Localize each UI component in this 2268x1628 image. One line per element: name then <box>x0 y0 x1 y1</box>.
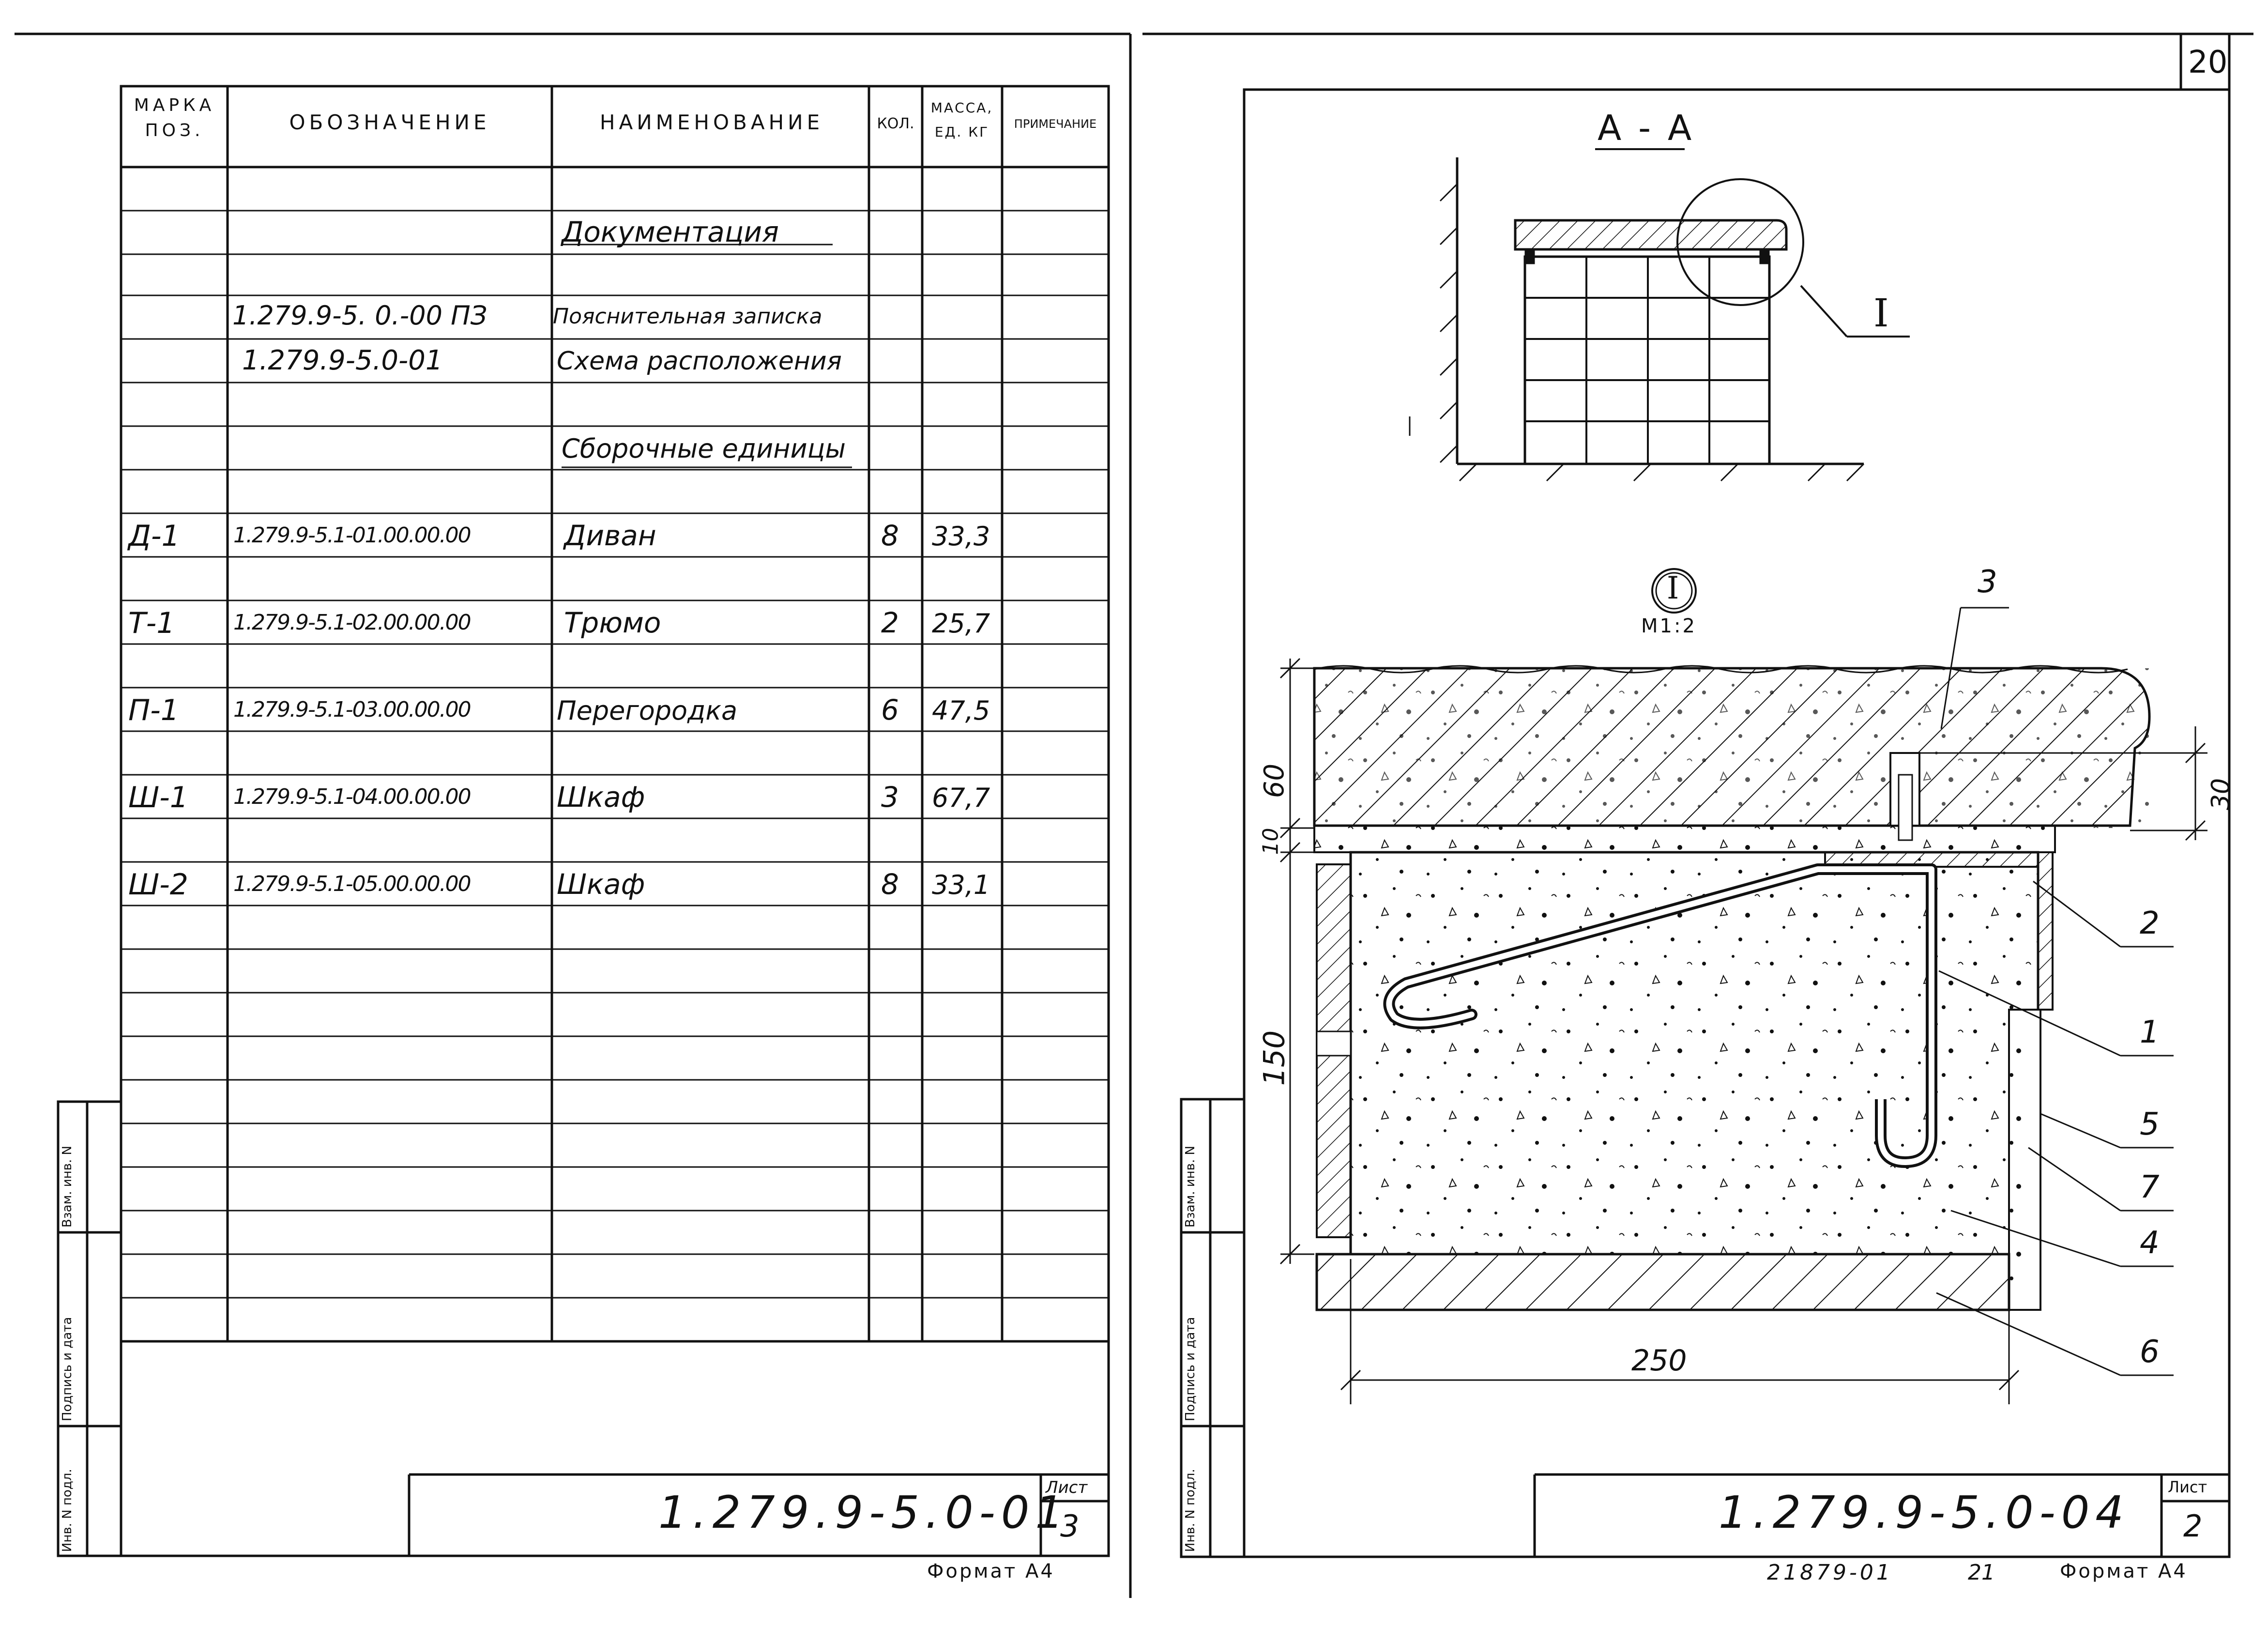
dim-30: 30 <box>2207 778 2236 811</box>
row-name: Перегородка <box>557 695 738 726</box>
stamp-replaced-inventory: Взам. инв. N <box>1183 1146 1198 1228</box>
row-qty: 3 <box>881 781 899 814</box>
header-designation: ОБОЗНАЧЕНИЕ <box>289 110 490 134</box>
row-mass: 33,1 <box>932 870 990 900</box>
row-assembly-heading: Сборочные единицы <box>562 433 846 464</box>
header-note: ПРИМЕЧАНИЕ <box>1014 117 1097 131</box>
row-documentation-heading: Документация <box>562 215 779 248</box>
detail-scale: М1:2 <box>1641 615 1697 637</box>
header-mass: МАССА, ЕД. КГ <box>930 100 993 140</box>
row-name: Схема расположения <box>557 347 842 376</box>
row-designation: 1.279.9-5. 0.-00 ПЗ <box>232 300 487 331</box>
row-mass: 67,7 <box>932 783 990 813</box>
drawing-code: 1.279.9-5.0-01 <box>658 1487 1069 1538</box>
row-qty: 8 <box>881 519 899 552</box>
sheet-label: Лист <box>1046 1478 1088 1497</box>
archive-number: 21879-01 <box>1767 1560 1893 1585</box>
page-number: 20 <box>2188 45 2228 80</box>
dim-150: 150 <box>1257 1030 1292 1086</box>
leader-label: 3 <box>1978 564 1997 600</box>
header-mark: МАРКА ПОЗ. <box>134 95 215 140</box>
dim-10: 10 <box>1258 828 1283 855</box>
row-mark: Д-1 <box>128 519 180 553</box>
row-designation: 1.279.9-5.1-03.00.00.00 <box>233 697 472 722</box>
row-designation: 1.279.9-5.1-05.00.00.00 <box>233 872 472 896</box>
row-name: Шкаф <box>557 781 645 814</box>
row-name: Диван <box>564 519 656 552</box>
sheet-number: 3 <box>1060 1508 1080 1544</box>
row-mass: 33,3 <box>932 521 990 552</box>
row-mass: 47,5 <box>932 695 990 726</box>
leader-label: 1 <box>2140 1014 2160 1050</box>
row-mark: Т-1 <box>128 606 175 640</box>
leader-label: 2 <box>2140 906 2160 941</box>
format-label: Формат А4 <box>2060 1560 2188 1582</box>
section-label: А - А <box>1598 108 1695 148</box>
detail-i-view <box>1279 568 2207 1404</box>
format-label: Формат А4 <box>927 1560 1055 1582</box>
row-name: Пояснительная записка <box>553 304 822 329</box>
drawing-code: 1.279.9-5.0-04 <box>1719 1487 2130 1538</box>
dim-60: 60 <box>1259 763 1291 799</box>
callout-label: I <box>1873 291 1889 336</box>
row-mass: 25,7 <box>932 608 990 639</box>
sheet-label: Лист <box>2168 1478 2207 1496</box>
header-qty: КОЛ. <box>877 115 914 132</box>
row-designation: 1.279.9-5.1-02.00.00.00 <box>233 610 472 635</box>
row-name: Шкаф <box>557 868 645 901</box>
row-mark: Ш-2 <box>128 868 188 902</box>
row-qty: 2 <box>881 606 899 639</box>
row-name: Трюмо <box>564 606 661 639</box>
leader-label: 4 <box>2140 1225 2160 1261</box>
row-designation: 1.279.9-5.1-04.00.00.00 <box>233 784 472 809</box>
row-designation: 1.279.9-5.1-01.00.00.00 <box>233 523 472 548</box>
dim-250: 250 <box>1631 1344 1687 1378</box>
leader-label: 5 <box>2140 1106 2160 1142</box>
detail-mark: I <box>1667 570 1679 606</box>
archive-page: 21 <box>1968 1560 1995 1585</box>
row-mark: П-1 <box>128 693 179 727</box>
header-name: НАИМЕНОВАНИЕ <box>599 110 824 134</box>
stamp-signature-date: Подпись и дата <box>1183 1317 1198 1421</box>
stamp-original-inventory: Инв. N подл. <box>1183 1469 1198 1552</box>
row-designation: 1.279.9-5.0-01 <box>242 345 443 376</box>
row-qty: 6 <box>881 693 899 726</box>
row-qty: 8 <box>881 868 899 901</box>
row-mark: Ш-1 <box>128 781 188 814</box>
section-a-a-view <box>1409 148 1910 482</box>
sheet-number: 2 <box>2183 1508 2203 1544</box>
leader-label: 7 <box>2140 1169 2160 1205</box>
leader-label: 6 <box>2140 1334 2160 1370</box>
